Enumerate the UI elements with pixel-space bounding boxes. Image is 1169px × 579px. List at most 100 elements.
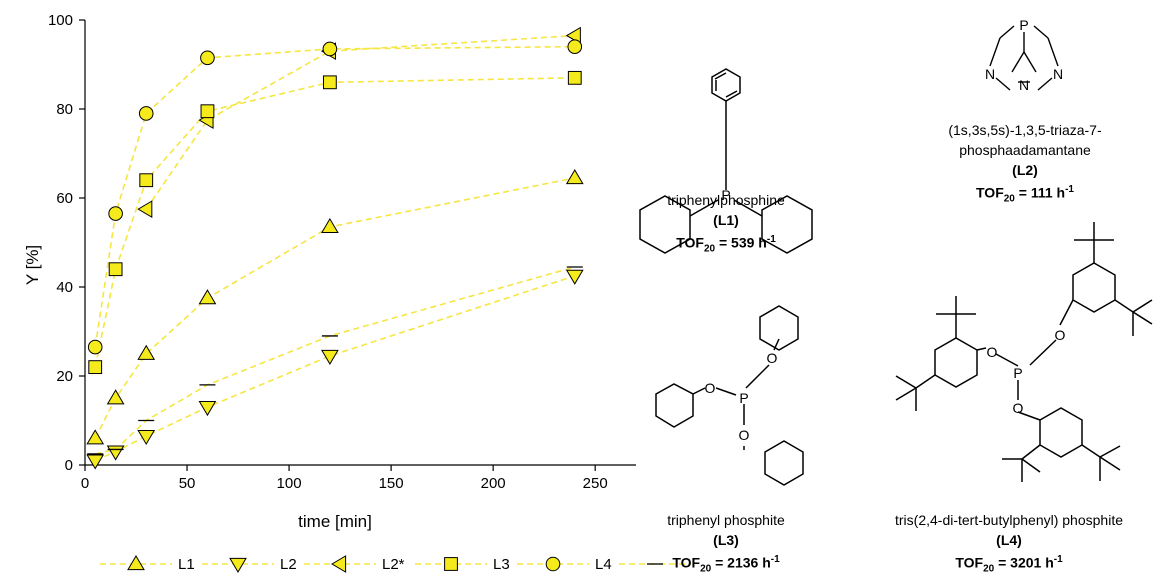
caption-l4-tof: TOF20 = 3201 h-1 bbox=[850, 550, 1168, 579]
structure-l2-atom-n2: N bbox=[1019, 77, 1029, 93]
data-point bbox=[229, 557, 247, 573]
caption-l1-tof-sup: -1 bbox=[766, 234, 776, 245]
structure-l3-atom-p: P bbox=[739, 390, 748, 406]
legend-label: L3 bbox=[493, 556, 510, 573]
data-point bbox=[87, 339, 103, 355]
data-point bbox=[137, 344, 156, 360]
caption-l4-tof-label: TOF bbox=[955, 554, 984, 571]
structure-l2-atom-p: P bbox=[1019, 17, 1028, 33]
caption-l1-tof-label: TOF bbox=[676, 234, 704, 251]
legend-label: L4 bbox=[595, 556, 612, 573]
data-point bbox=[322, 41, 338, 57]
structure-l4-atom-p: P bbox=[1013, 365, 1022, 381]
data-point bbox=[198, 401, 217, 417]
y-axis-title: Y [%] bbox=[23, 245, 42, 285]
y-tick-label: 80 bbox=[56, 101, 73, 118]
data-point bbox=[108, 262, 123, 277]
x-tick-label: 200 bbox=[481, 475, 506, 492]
caption-l2-name-2: phosphaadamantane bbox=[959, 142, 1091, 158]
data-point bbox=[331, 555, 347, 573]
y-tick-label: 40 bbox=[56, 279, 73, 296]
data-point bbox=[138, 106, 154, 121]
caption-l3-tof: TOF20 = 2136 h-1 bbox=[636, 550, 816, 579]
data-point bbox=[200, 50, 215, 66]
y-tick-label: 0 bbox=[65, 457, 73, 474]
caption-l2-tof-sub: 20 bbox=[1003, 193, 1015, 205]
structure-l3 bbox=[655, 305, 804, 486]
legend-label: L2* bbox=[382, 556, 405, 573]
x-tick-label: 100 bbox=[277, 475, 302, 492]
caption-l4-tof-value: = 3201 h bbox=[994, 554, 1054, 571]
structure-l3-atom-o1: O bbox=[767, 350, 778, 366]
caption-l3-tof-label: TOF bbox=[672, 554, 701, 571]
data-point bbox=[567, 70, 582, 85]
x-axis-title: time [min] bbox=[298, 512, 372, 531]
x-tick-label: 0 bbox=[81, 475, 89, 492]
y-tick-label: 60 bbox=[56, 190, 73, 207]
legend-label: L2 bbox=[280, 556, 297, 573]
data-point bbox=[567, 39, 583, 55]
caption-l2-tof-sup: -1 bbox=[1065, 184, 1074, 195]
data-point bbox=[108, 206, 123, 221]
data-point bbox=[444, 557, 458, 571]
caption-l2-name-1: (1s,3s,5s)-1,3,5-triaza-7- bbox=[948, 122, 1102, 138]
caption-l3-name: triphenyl phosphite bbox=[667, 512, 785, 528]
data-point bbox=[545, 556, 561, 572]
x-ticks: 0 50 100 150 200 250 bbox=[81, 465, 608, 492]
structure-l2-atom-n3: N bbox=[1053, 66, 1063, 82]
caption-l2: (1s,3s,5s)-1,3,5-triaza-7- phosphaadaman… bbox=[905, 120, 1145, 209]
caption-l3-code: (L3) bbox=[713, 532, 739, 548]
data-point bbox=[322, 75, 337, 90]
structure-l1 bbox=[639, 68, 813, 254]
caption-l4-tof-sub: 20 bbox=[983, 563, 995, 575]
data-point bbox=[565, 168, 584, 185]
structure-l4-atom-o2: O bbox=[987, 344, 998, 360]
caption-l4: tris(2,4-di-tert-butylphenyl) phosphite … bbox=[850, 510, 1168, 579]
caption-l1-tof-value: = 539 h bbox=[715, 234, 767, 251]
data-point bbox=[106, 445, 125, 461]
structure-l1-atom-p: P bbox=[721, 187, 730, 203]
data-point bbox=[137, 429, 156, 446]
caption-l1: triphenylphosphine (L1) TOF20 = 539 h-1 bbox=[636, 190, 816, 259]
series-line bbox=[145, 34, 575, 210]
data-point bbox=[106, 389, 125, 405]
structure-l2 bbox=[989, 25, 1059, 91]
caption-l1-tof-sub: 20 bbox=[703, 243, 716, 255]
structure-l3-atom-o2: O bbox=[705, 380, 716, 396]
x-tick-label: 150 bbox=[379, 475, 404, 492]
series-line bbox=[94, 177, 575, 439]
series-lines bbox=[94, 34, 576, 462]
caption-l4-name: tris(2,4-di-tert-butylphenyl) phosphite bbox=[895, 512, 1123, 528]
data-point bbox=[88, 360, 103, 375]
data-point bbox=[565, 269, 584, 285]
series-line bbox=[94, 275, 576, 462]
data-point bbox=[137, 200, 153, 218]
legend-label: L1 bbox=[178, 556, 195, 573]
structure-l2-atom-n1: N bbox=[985, 66, 995, 82]
caption-l2-tof-value: = 111 h bbox=[1014, 184, 1066, 201]
caption-l4-tof-sup: -1 bbox=[1053, 554, 1063, 565]
data-point bbox=[86, 429, 105, 445]
caption-l3-tof-value: = 2136 h bbox=[711, 554, 771, 571]
caption-l3-tof-sup: -1 bbox=[770, 554, 780, 565]
data-point bbox=[321, 349, 339, 365]
caption-l2-tof-label: TOF bbox=[976, 184, 1004, 201]
y-tick-label: 100 bbox=[48, 12, 73, 29]
structure-l3-atom-o3: O bbox=[739, 427, 750, 443]
data-point bbox=[198, 289, 217, 305]
caption-l2-code: (L2) bbox=[1012, 162, 1038, 178]
x-tick-label: 50 bbox=[179, 475, 196, 492]
data-point bbox=[127, 555, 145, 571]
data-point bbox=[86, 454, 105, 470]
x-tick-label: 250 bbox=[583, 475, 608, 492]
caption-l2-tof: TOF20 = 111 h-1 bbox=[905, 180, 1145, 209]
series-markers bbox=[86, 26, 584, 470]
data-point bbox=[139, 173, 154, 188]
caption-l4-code: (L4) bbox=[996, 532, 1022, 548]
series-line bbox=[94, 77, 575, 368]
legend: L1 L2 L2* L3 L4 bbox=[100, 555, 691, 573]
data-point bbox=[321, 217, 339, 234]
